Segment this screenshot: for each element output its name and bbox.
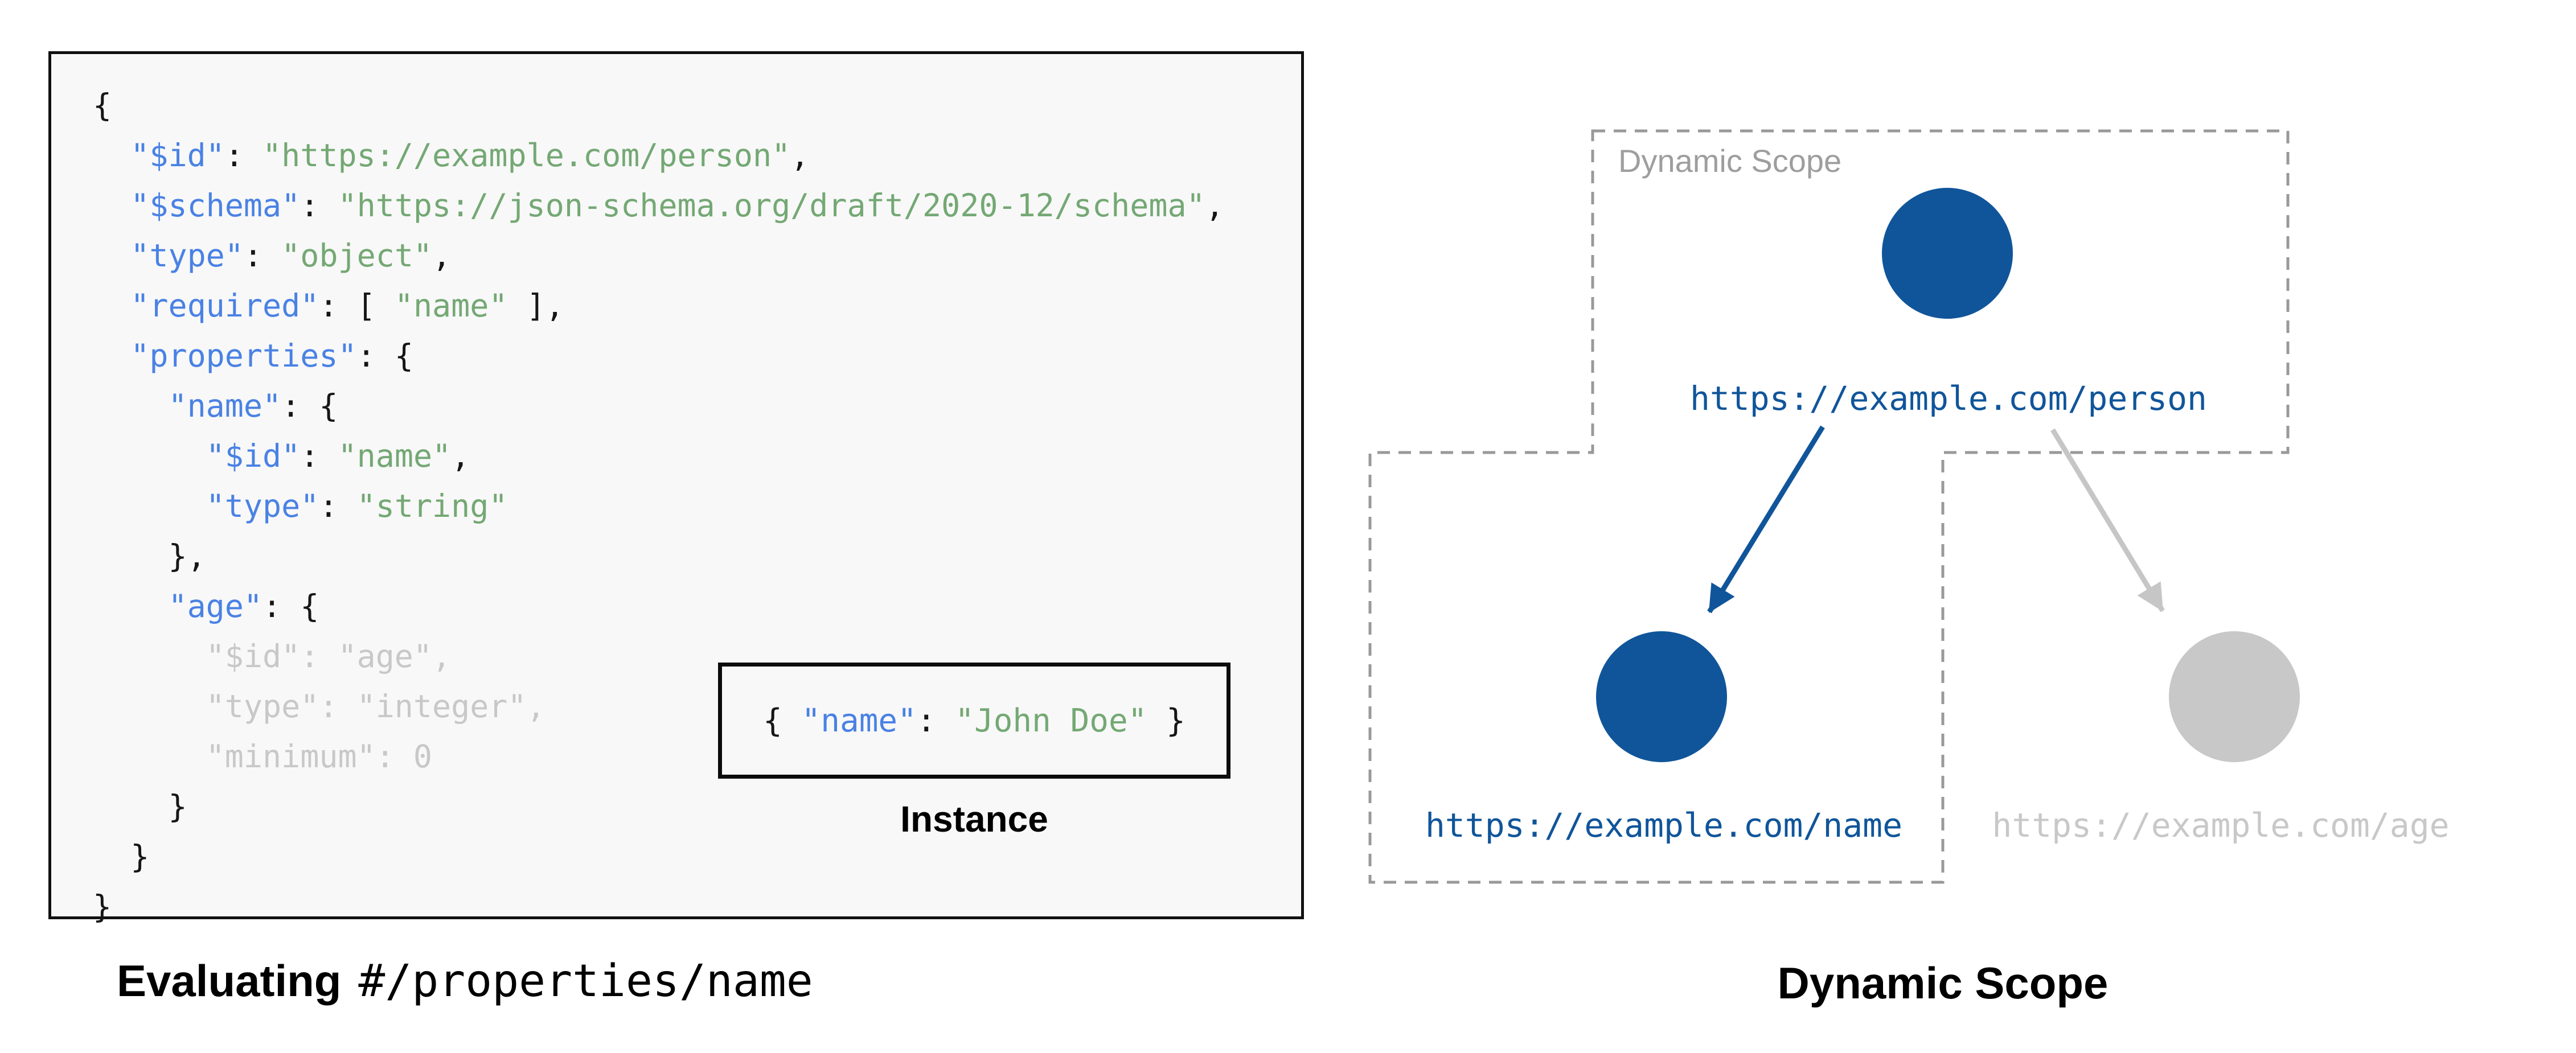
node-age-circle [2169, 631, 2300, 762]
edge-person-to-name [1707, 425, 1825, 614]
code-token: , [432, 237, 452, 274]
code-token [93, 438, 206, 474]
code-token [93, 388, 168, 424]
diagram-title: Dynamic Scope [1777, 958, 2109, 1008]
code-line: { [93, 80, 1224, 130]
code-token: : { [281, 388, 338, 424]
code-line: "type": "string" [93, 481, 1224, 531]
code-line: } [93, 832, 1224, 882]
code-token: "https://example.com/person" [262, 137, 791, 174]
code-token: "name" [338, 438, 452, 474]
code-token: "properties" [130, 338, 357, 374]
code-token: } [93, 889, 112, 925]
dynamic-scope-diagram [1368, 129, 2300, 884]
code-line: } [93, 781, 1224, 832]
code-line: "age": { [93, 581, 1224, 631]
code-token: }, [93, 538, 206, 574]
code-token: "string" [356, 488, 508, 524]
code-token: "John Doe" [955, 702, 1147, 739]
instance-label: Instance [900, 799, 1048, 840]
node-name-url: https://example.com/name [1425, 806, 1903, 845]
code-token: : [300, 438, 338, 474]
code-token: : [319, 488, 357, 524]
code-token: "https://json-schema.org/draft/2020-12/s… [338, 187, 1205, 224]
node-name-circle [1596, 631, 1727, 762]
code-token: "$id": "age", [93, 638, 452, 674]
code-token: "$id" [130, 137, 225, 174]
edge-person-to-age [2050, 428, 2165, 612]
evaluating-caption-word: Evaluating [117, 956, 342, 1006]
code-token: , [790, 137, 810, 174]
code-line: "properties": { [93, 331, 1224, 381]
code-token: : { [356, 338, 413, 374]
code-token: "age" [168, 588, 263, 624]
code-token: "name" [168, 388, 282, 424]
code-line: "minimum": 0 [93, 731, 1224, 781]
code-token: "type" [130, 237, 244, 274]
code-token [93, 488, 206, 524]
node-age-url: https://example.com/age [1992, 806, 2450, 845]
code-token: { [763, 702, 802, 739]
code-token: "name" [801, 702, 917, 739]
instance-code: { "name": "John Doe" } [763, 702, 1186, 739]
code-line: "$schema": "https://json-schema.org/draf… [93, 180, 1224, 231]
code-token: "type" [206, 488, 319, 524]
code-line: } [93, 882, 1224, 932]
code-token: "$id" [206, 438, 301, 474]
code-token: : [916, 702, 955, 739]
code-token: : { [262, 588, 319, 624]
code-token: "$schema" [130, 187, 301, 224]
code-line: "required": [ "name" ], [93, 281, 1224, 331]
code-token [93, 187, 130, 224]
code-token: "required" [130, 287, 319, 324]
code-token: "object" [281, 237, 433, 274]
code-token: } [93, 838, 150, 875]
code-token [93, 287, 130, 324]
code-line: "$id": "name", [93, 431, 1224, 481]
schema-code: { "$id": "https://example.com/person", "… [93, 80, 1224, 932]
code-token: : [224, 137, 263, 174]
code-line: "type": "object", [93, 231, 1224, 281]
node-person-url: https://example.com/person [1690, 379, 2207, 418]
code-token [93, 137, 130, 174]
code-token: "name" [394, 287, 508, 324]
code-token [93, 338, 130, 374]
dynamic-scope-outline [1368, 129, 2290, 884]
code-token: : [ [319, 287, 395, 324]
code-line: "$id": "age", [93, 631, 1224, 681]
instance-box: { "name": "John Doe" } [718, 663, 1230, 779]
code-token [93, 588, 168, 624]
code-token: : [243, 237, 282, 274]
code-token: ], [507, 287, 564, 324]
schema-panel: { "$id": "https://example.com/person", "… [48, 51, 1304, 925]
code-token: "type": "integer", [93, 688, 545, 725]
code-token: } [93, 788, 187, 825]
code-token: } [1147, 702, 1186, 739]
code-token: : [300, 187, 338, 224]
node-person-circle [1882, 188, 2013, 319]
code-token: "minimum": 0 [93, 738, 433, 775]
code-token [93, 237, 130, 274]
dynamic-scope-box-label: Dynamic Scope [1618, 143, 1842, 179]
code-token: , [451, 438, 470, 474]
code-token: { [93, 87, 112, 124]
evaluating-caption: Evaluating #/properties/name [117, 955, 813, 1007]
code-line: }, [93, 531, 1224, 581]
code-token: , [1205, 187, 1224, 224]
code-line: "$id": "https://example.com/person", [93, 130, 1224, 180]
evaluating-caption-pointer: #/properties/name [358, 956, 813, 1007]
code-line: "name": { [93, 381, 1224, 431]
code-line: "type": "integer", [93, 681, 1224, 731]
